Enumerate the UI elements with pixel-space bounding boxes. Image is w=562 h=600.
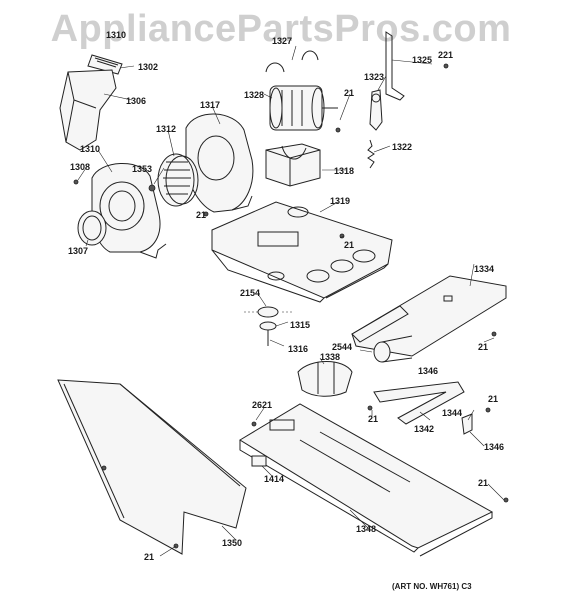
- bracket-clip-part: [461, 413, 473, 435]
- duct-cap-part: [87, 54, 123, 75]
- part-label-1350: 1350: [222, 538, 243, 548]
- part-label-1334: 1334: [474, 264, 495, 274]
- blower-scroll-part: [185, 113, 254, 213]
- part-label-2544: 2544: [332, 342, 353, 352]
- part-label-1323: 1323: [364, 72, 385, 82]
- part-label-1338: 1338: [320, 352, 341, 362]
- felt-seal-part: [297, 361, 353, 397]
- blower-wheel-part: [157, 153, 199, 207]
- part-label-21-pan: 21: [478, 478, 489, 488]
- watermark: AppliancePartsPros.com: [50, 8, 512, 50]
- part-label-1312: 1312: [156, 124, 177, 134]
- part-label-21-panel: 21: [144, 552, 155, 562]
- idler-spring-part: [367, 139, 375, 169]
- blower-duct-part: [59, 69, 117, 151]
- idler-arm-part: [369, 89, 383, 131]
- part-label-2154: 2154: [240, 288, 261, 298]
- part-label-1353: 1353: [132, 164, 153, 174]
- part-label-2621: 2621: [252, 400, 273, 410]
- part-label-1344: 1344: [442, 408, 463, 418]
- part-label-1310: 1310: [80, 144, 101, 154]
- base-pan-part: [239, 403, 494, 557]
- part-label-21-base: 21: [196, 210, 207, 220]
- motor-clips-part: [265, 50, 319, 73]
- part-label-1414: 1414: [264, 474, 285, 484]
- part-label-1342: 1342: [414, 424, 435, 434]
- support-bracket-part: [373, 381, 465, 425]
- part-label-1306: 1306: [126, 96, 147, 106]
- leader-lines: [77, 45, 505, 557]
- part-label-1302: 1302: [138, 62, 159, 72]
- part-label-1322: 1322: [392, 142, 413, 152]
- motor-mount-part: [265, 143, 321, 187]
- clip-part: [148, 184, 156, 192]
- blower-housing-part: [91, 163, 167, 259]
- part-label-1308: 1308: [70, 162, 91, 172]
- blower-base-part: [211, 201, 393, 303]
- part-label-1317: 1317: [200, 100, 221, 110]
- art-number: (ART NO. WH761) C3: [392, 582, 472, 591]
- cabinet-rail-part: [351, 275, 507, 357]
- part-label-1328: 1328: [244, 90, 265, 100]
- part-label-1348: 1348: [356, 524, 377, 534]
- part-label-1325: 1325: [412, 55, 433, 65]
- part-label-1346: 1346: [484, 442, 505, 452]
- screws: [73, 63, 509, 549]
- part-label-1327: 1327: [272, 36, 293, 46]
- idler-rod-part: [385, 31, 433, 101]
- drive-motor-part: [269, 85, 338, 131]
- glide-assembly-part: [244, 306, 294, 346]
- part-label-21-clip: 21: [488, 394, 499, 404]
- part-label-221: 221: [438, 50, 454, 60]
- part-label-21-rail: 21: [478, 342, 489, 352]
- part-label-1346-top: 1346: [418, 366, 439, 376]
- part-label-21-bracket: 21: [368, 414, 379, 424]
- part-label-21-motor: 21: [344, 88, 355, 98]
- duct-tube-part: [373, 335, 413, 363]
- part-label-1310-top: 1310: [106, 30, 127, 40]
- part-label-1315: 1315: [290, 320, 311, 330]
- part-label-1307: 1307: [68, 246, 89, 256]
- part-label-1318: 1318: [334, 166, 355, 176]
- part-label-1319: 1319: [330, 196, 351, 206]
- back-panel-part: [57, 379, 247, 555]
- foot-part: [251, 455, 267, 467]
- gasket-ring-part: [77, 210, 107, 246]
- part-label-1316: 1316: [288, 344, 309, 354]
- part-label-21-base-right: 21: [344, 240, 355, 250]
